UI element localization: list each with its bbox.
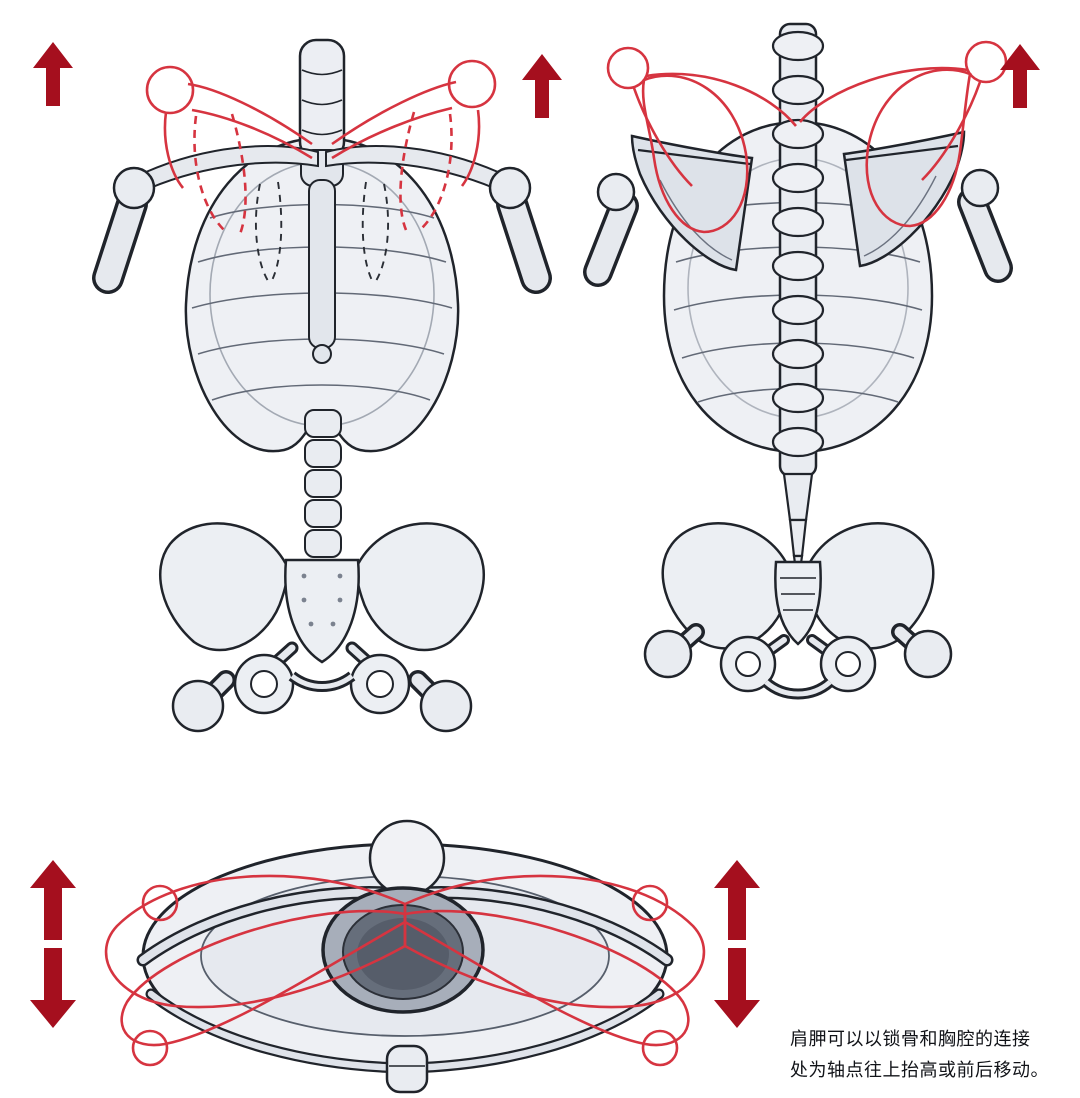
- elevated-scapula-outline-red-back: [606, 40, 1008, 234]
- right-humerus-back: [957, 168, 1013, 283]
- sacrum-dots: [301, 573, 343, 627]
- front-left-up-arrow-icon: [33, 42, 73, 106]
- skeleton-back-view-svg: [583, 22, 1013, 700]
- top-right-down-arrow-icon: [714, 948, 760, 1028]
- sternum-stub-top: [385, 1044, 429, 1094]
- shoulder-girdle-top-view-svg: [104, 819, 706, 1094]
- caption-line-1: 肩胛可以以锁骨和胸腔的连接: [790, 1029, 1031, 1050]
- vertebra-body-top: [368, 819, 446, 897]
- caption-line-2: 处为轴点往上抬高或前后移动。: [790, 1060, 1049, 1081]
- shoulder-girdle-top-view-illustration: [15, 798, 775, 1098]
- left-scapula: [630, 134, 754, 272]
- sternum: [300, 149, 344, 364]
- skeleton-back-view-illustration: [540, 10, 1040, 740]
- top-right-up-arrow-icon: [714, 860, 760, 940]
- front-right-up-arrow-icon: [522, 54, 562, 118]
- right-humerus: [488, 166, 552, 294]
- skeleton-front-view-svg: [92, 38, 552, 733]
- shoulder-motion-outline-red-top: [104, 874, 706, 1067]
- skeleton-front-view-illustration: [20, 12, 560, 772]
- left-humerus-back: [583, 172, 639, 287]
- top-left-down-arrow-icon: [30, 948, 76, 1028]
- figure-caption: 肩胛可以以锁骨和胸腔的连接 处为轴点往上抬高或前后移动。: [790, 1024, 1076, 1086]
- back-right-up-arrow-icon: [1000, 44, 1040, 108]
- pelvis-front: [159, 522, 485, 733]
- lumbar-spine: [304, 409, 342, 558]
- left-humerus: [92, 166, 156, 294]
- cervical-spine: [298, 38, 346, 160]
- top-left-up-arrow-icon: [30, 860, 76, 940]
- scapula-dashed-outline-black: [254, 181, 390, 285]
- scapula-edges-top: [145, 988, 665, 1074]
- pelvis-back: [643, 522, 953, 700]
- elevated-shoulder-outline-red-front: [145, 59, 497, 235]
- spinal-canal-dark-center: [321, 886, 485, 1014]
